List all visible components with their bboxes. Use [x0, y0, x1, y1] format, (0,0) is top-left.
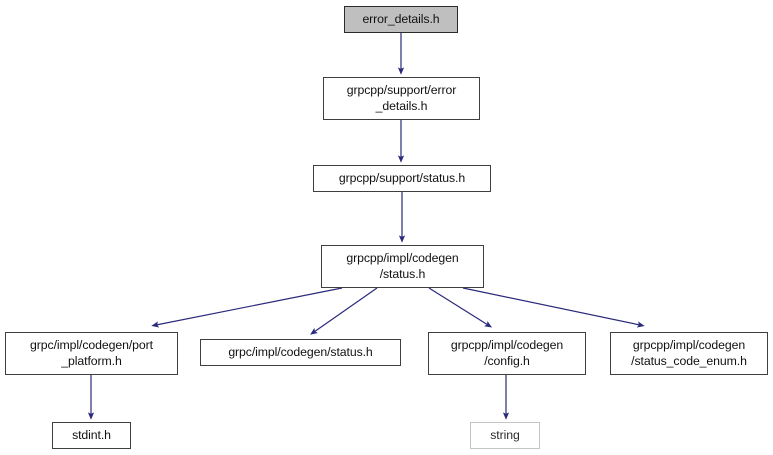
graph-node-grpcpp_support_error_details[interactable]: grpcpp/support/error _details.h [323, 77, 480, 120]
graph-node-label: string [490, 427, 520, 442]
graph-node-label: grpcpp/impl/codegen /status.h [346, 251, 459, 281]
graph-node-stdint[interactable]: stdint.h [52, 422, 131, 449]
graph-node-label: error_details.h [362, 11, 440, 26]
graph-node-grpcpp_impl_codegen_config[interactable]: grpcpp/impl/codegen /config.h [428, 332, 586, 375]
graph-node-label: grpcpp/impl/codegen /status_code_enum.h [631, 338, 747, 368]
graph-node-label: grpc/impl/codegen/status.h [228, 344, 373, 359]
graph-node-grpcpp_support_status[interactable]: grpcpp/support/status.h [313, 165, 491, 192]
graph-node-label: grpcpp/support/status.h [338, 170, 466, 185]
graph-node-label: grpc/impl/codegen/port _platform.h [30, 338, 153, 368]
graph-edge-grpcpp_impl_codegen_status-to-grpc_impl_codegen_port_platform [151, 287, 343, 328]
graph-edge-grpcpp_impl_codegen_status-to-grpc_impl_codegen_status [310, 287, 378, 335]
graph-node-error_details[interactable]: error_details.h [344, 6, 458, 33]
graph-node-label: grpcpp/support/error _details.h [346, 83, 457, 113]
graph-node-grpcpp_impl_codegen_status[interactable]: grpcpp/impl/codegen /status.h [321, 245, 484, 288]
graph-node-label: stdint.h [72, 427, 111, 442]
graph-node-grpcpp_impl_codegen_status_code_enum[interactable]: grpcpp/impl/codegen /status_code_enum.h [610, 332, 768, 375]
graph-node-grpc_impl_codegen_status[interactable]: grpc/impl/codegen/status.h [200, 339, 401, 366]
graph-node-grpc_impl_codegen_port_platform[interactable]: grpc/impl/codegen/port _platform.h [5, 332, 178, 375]
graph-edge-grpcpp_impl_codegen_status-to-grpcpp_impl_codegen_config [428, 287, 493, 328]
graph-node-string[interactable]: string [470, 422, 540, 449]
graph-node-label: grpcpp/impl/codegen /config.h [450, 338, 564, 368]
graph-edge-grpcpp_impl_codegen_status-to-grpcpp_impl_codegen_status_code_enum [462, 287, 645, 328]
